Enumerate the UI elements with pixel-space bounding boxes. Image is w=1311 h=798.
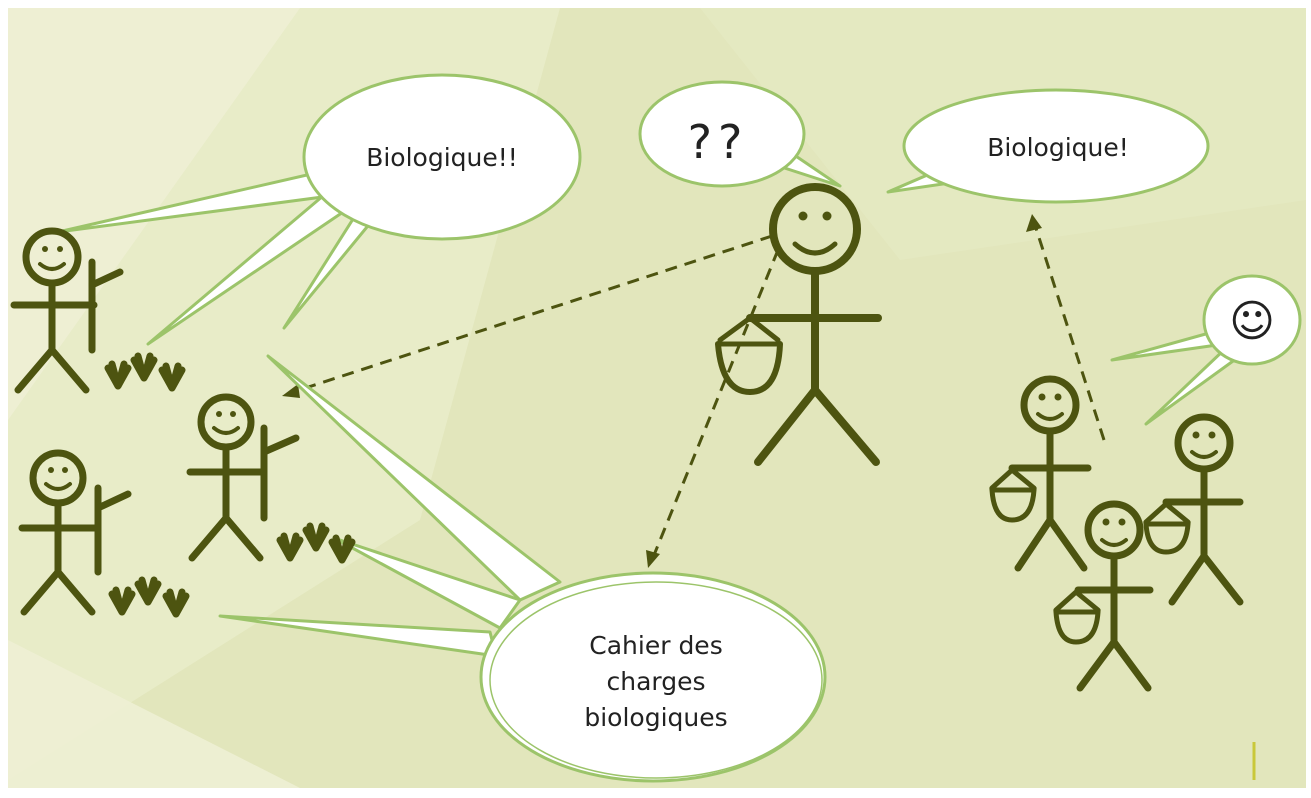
confused-question-marks: ?? bbox=[688, 115, 749, 169]
charter-text-line2: charges bbox=[606, 667, 705, 696]
farmers-speech-text: Biologique!! bbox=[366, 143, 518, 172]
smiley-face-icon: ☺ bbox=[1229, 296, 1275, 347]
charter-text-line3: biologiques bbox=[584, 703, 727, 732]
buyers-speech-text: Biologique! bbox=[987, 133, 1129, 162]
charter-text-line1: Cahier des bbox=[589, 631, 722, 660]
